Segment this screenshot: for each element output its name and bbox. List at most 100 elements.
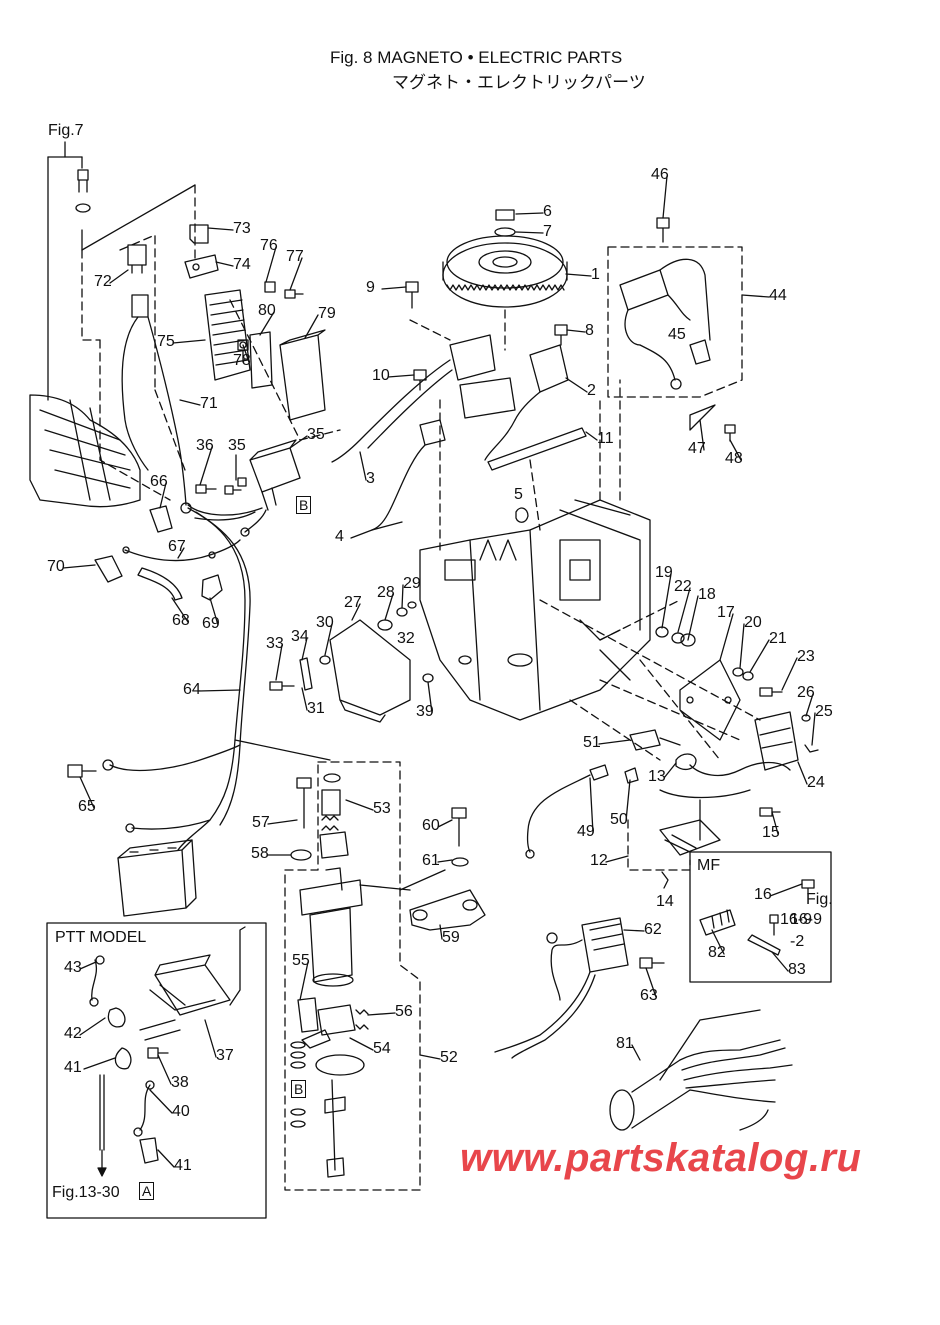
watermark: www.partskatalog.ru — [460, 1136, 862, 1180]
starter-motor-body — [299, 867, 363, 987]
callout-5: 5 — [514, 486, 523, 503]
leader-64 — [198, 689, 241, 692]
part-60-bolt — [451, 807, 467, 847]
leader-48 — [729, 439, 742, 461]
ptt-fig-reference: Fig.13-30 — [52, 1184, 120, 1201]
callout-3: 3 — [366, 470, 375, 487]
callout-65: 65 — [78, 798, 96, 815]
leader-77 — [289, 257, 303, 291]
callout-73: 73 — [233, 220, 251, 237]
part-4-lead — [371, 419, 446, 531]
part-56-springs — [355, 1009, 369, 1030]
mf-box — [689, 851, 832, 983]
relay-lead — [187, 504, 263, 516]
callout-43: 43 — [64, 959, 82, 976]
part-57-bolt — [296, 777, 312, 829]
part-12-dashed-box — [627, 819, 691, 871]
leader-24 — [797, 761, 808, 785]
callout-74: 74 — [233, 256, 251, 273]
callout-12: 12 — [590, 852, 608, 869]
part-2-pulser-coil — [514, 344, 569, 421]
callout-79: 79 — [318, 305, 336, 322]
callout-6: 6 — [543, 203, 552, 220]
leader-10 — [387, 374, 415, 378]
callout-13: 13 — [648, 768, 666, 785]
callout-78: 78 — [233, 352, 251, 369]
leader-6 — [515, 212, 544, 215]
callout-45: 45 — [668, 326, 686, 343]
part-79-cover — [279, 329, 326, 421]
leader-7 — [515, 231, 544, 234]
mf-title: MF — [697, 857, 721, 874]
ptt-model-box — [46, 922, 267, 1219]
callout-23: 23 — [797, 648, 815, 665]
leader-1 — [565, 273, 592, 277]
callout-26: 26 — [797, 684, 815, 701]
callout-50: 50 — [610, 811, 628, 828]
callout-72: 72 — [94, 273, 112, 290]
leader-33 — [275, 644, 283, 681]
parts-18-22-bushings — [655, 626, 754, 681]
leader-57 — [267, 819, 298, 825]
part-62-regulator — [494, 917, 629, 1059]
part-75-rectifier — [204, 289, 251, 381]
leader-65 — [79, 776, 95, 809]
part-44-dashed-box — [607, 246, 743, 398]
callout-39: 39 — [416, 703, 434, 720]
leader-61 — [437, 859, 453, 863]
washers-stack — [290, 1041, 306, 1128]
leader-38 — [157, 1054, 172, 1085]
leader-78 — [242, 344, 250, 363]
part-72-connector — [127, 244, 147, 274]
callout-60: 60 — [422, 817, 440, 834]
callout-29: 29 — [403, 575, 421, 592]
leader-31 — [301, 687, 308, 711]
callout-20: 20 — [744, 614, 762, 631]
callout-53: 53 — [373, 800, 391, 817]
leader-dashes-center — [409, 309, 761, 761]
part-14-pin — [661, 871, 669, 889]
leader-46 — [662, 175, 668, 219]
leader-49 — [589, 777, 594, 834]
leader-18 — [687, 595, 699, 641]
leader-83 — [771, 951, 789, 972]
leader-27 — [351, 603, 361, 621]
callout-9: 9 — [366, 279, 375, 296]
leader-70 — [62, 564, 96, 569]
leader-51 — [598, 739, 631, 745]
part-52-dashed-box — [284, 761, 421, 1191]
engine-housing-left — [29, 394, 141, 508]
callout-77: 77 — [286, 248, 304, 265]
leader-43 — [79, 961, 97, 970]
part-48-bolt — [724, 424, 736, 442]
leader-26 — [805, 693, 814, 717]
callout-24: 24 — [807, 774, 825, 791]
leader-59 — [359, 869, 446, 891]
leader-battery — [234, 739, 331, 761]
leader-9 — [381, 286, 407, 290]
leader-53 — [345, 799, 374, 811]
callout-21: 21 — [769, 630, 787, 647]
callout-61: 61 — [422, 852, 440, 869]
ptt-ref-box: A — [139, 1182, 155, 1200]
part-27-bracket — [329, 619, 411, 723]
callout-64: 64 — [183, 681, 201, 698]
callout-19: 19 — [655, 564, 673, 581]
callout-80: 80 — [258, 302, 276, 319]
callout-33: 33 — [266, 635, 284, 652]
part-11-tube — [487, 427, 587, 471]
part-54-brush-plate — [315, 1004, 365, 1076]
callout-68: 68 — [172, 612, 190, 629]
part-81-harness — [609, 1009, 793, 1131]
callout-35: 35 — [307, 426, 325, 443]
part-63-bolt — [639, 957, 665, 969]
leader-74 — [215, 261, 234, 267]
callout-57: 57 — [252, 814, 270, 831]
leader-22 — [677, 587, 691, 633]
callout-34: 34 — [291, 628, 309, 645]
part-46-bolt — [656, 217, 670, 243]
relay-lead-2 — [194, 511, 256, 521]
callout-31: 31 — [307, 700, 325, 717]
